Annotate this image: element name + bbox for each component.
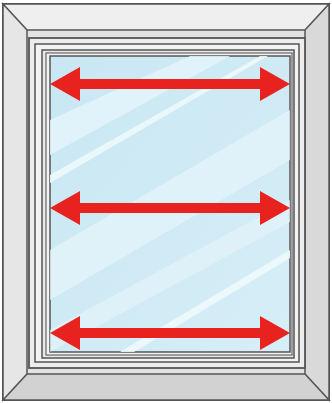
frame-bevel-top bbox=[3, 4, 329, 30]
frame-bevel-bottom bbox=[3, 374, 329, 400]
frame-bevel-right bbox=[305, 4, 329, 400]
frame-bevel-left bbox=[3, 4, 27, 400]
